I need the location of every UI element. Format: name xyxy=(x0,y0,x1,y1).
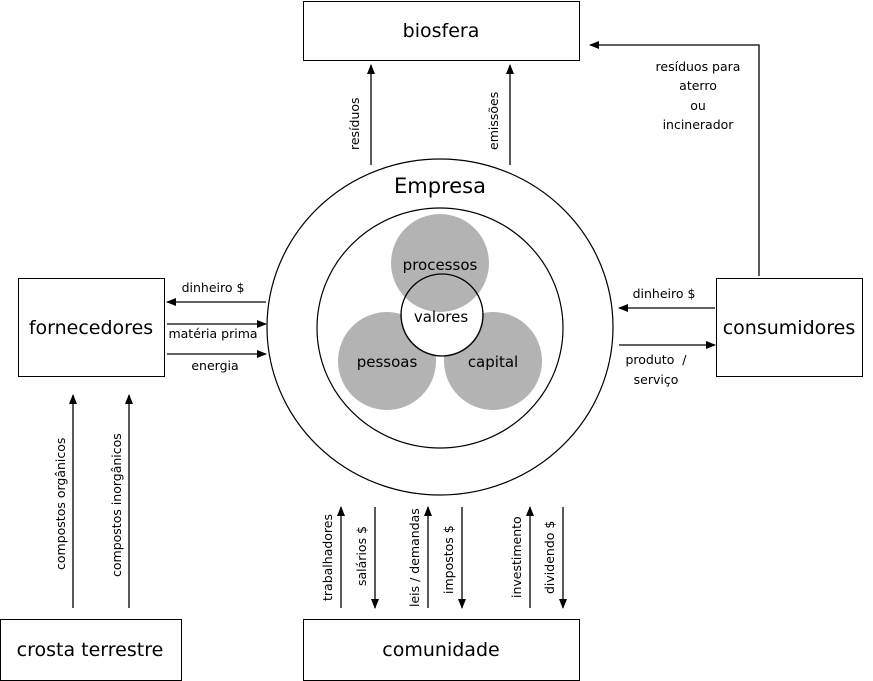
residuos-label: resíduos xyxy=(347,97,362,150)
valores-circle xyxy=(400,273,484,357)
comunidade-label: comunidade xyxy=(382,639,499,661)
flow-consumidores-biosfera: resíduos para aterro ou incinerador xyxy=(589,41,760,276)
fornecedores-label: fornecedores xyxy=(29,317,153,339)
fornecedores-box: fornecedores xyxy=(18,278,165,377)
fornecedores-money-label: dinheiro $ xyxy=(182,280,245,295)
residuos-aterro-line4: incinerador xyxy=(663,117,735,132)
dividendo-label: dividendo $ xyxy=(542,521,557,594)
materia-prima-label: matéria prima xyxy=(168,326,257,341)
compostos-inorganicos-label: compostos inorgânicos xyxy=(109,433,124,577)
processos-label: processos xyxy=(403,256,478,274)
salarios-label: salários $ xyxy=(354,526,369,586)
produto-label: produto / xyxy=(625,352,687,367)
investimento-label: investimento xyxy=(509,516,524,598)
consumidores-money-label: dinheiro $ xyxy=(633,286,696,301)
emissoes-label: emissões xyxy=(486,92,501,150)
crosta-terrestre-label: crosta terrestre xyxy=(17,639,164,661)
flows-crosta: compostos orgânicos compostos inorgânico… xyxy=(53,394,133,608)
servico-label: serviço xyxy=(634,372,679,387)
flows-comunidade: trabalhadores salários $ leis / demandas… xyxy=(320,506,567,609)
residuos-aterro-line3: ou xyxy=(690,98,706,113)
crosta-terrestre-box: crosta terrestre xyxy=(0,619,182,681)
capital-label: capital xyxy=(468,353,518,371)
consumidores-label: consumidores xyxy=(723,317,856,339)
comunidade-box: comunidade xyxy=(303,619,580,681)
valores-label: valores xyxy=(414,308,468,326)
residuos-aterro-arrow xyxy=(589,41,760,276)
flows-fornecedores: dinheiro $ matéria prima energia xyxy=(166,280,267,373)
impostos-label: impostos $ xyxy=(441,525,456,594)
empresa: Empresa processos valores pessoas capita… xyxy=(266,158,614,496)
empresa-title: Empresa xyxy=(394,174,486,198)
energia-label: energia xyxy=(191,358,238,373)
biosfera-box: biosfera xyxy=(303,1,580,61)
flows-consumidores: dinheiro $ produto / serviço xyxy=(618,286,716,387)
residuos-aterro-line2: aterro xyxy=(679,78,717,93)
pessoas-label: pessoas xyxy=(357,353,418,371)
leis-demandas-label: leis / demandas xyxy=(407,508,422,607)
compostos-organicos-label: compostos orgânicos xyxy=(53,438,68,570)
trabalhadores-label: trabalhadores xyxy=(320,514,335,601)
residuos-aterro-line1: resíduos para xyxy=(656,59,741,74)
flows-to-biosfera: resíduos emissões xyxy=(347,64,514,165)
biosfera-label: biosfera xyxy=(403,20,480,42)
consumidores-box: consumidores xyxy=(716,278,863,377)
